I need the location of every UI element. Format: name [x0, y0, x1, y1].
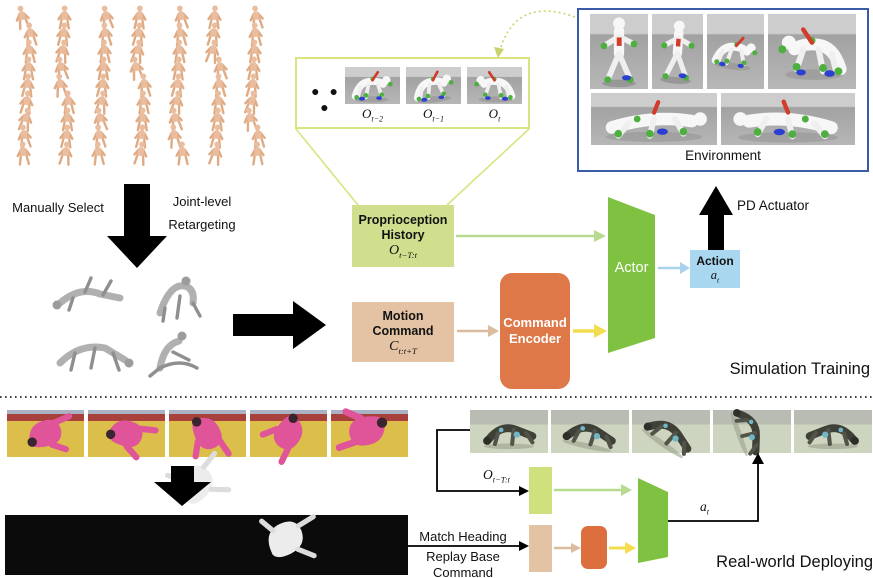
funnel-line-right	[446, 128, 530, 206]
obs-history-label-bottom: Ot−T:t	[483, 467, 511, 485]
robot-frame	[551, 410, 629, 453]
action-label-bottom: at	[700, 499, 710, 517]
environment-thumb	[721, 93, 855, 145]
action-box: Action at	[690, 250, 740, 288]
joint-level-retargeting-label: Joint-level Retargeting	[160, 191, 244, 237]
obs-frame-label: Ot−2	[361, 106, 384, 124]
proprioception-label: Proprioception History	[358, 212, 448, 242]
action-math: at	[710, 267, 720, 285]
demo-frame	[250, 410, 327, 457]
action-to-robot-line	[668, 464, 759, 522]
motion-command-label: Motion Command	[372, 308, 434, 338]
arrowhead	[519, 486, 529, 496]
pd-actuator-label: PD Actuator	[737, 198, 810, 213]
replay-line1: Replay Base	[426, 549, 500, 564]
command-encoder-small-box	[581, 526, 607, 569]
motion-command-math: Ct:t+T	[389, 338, 417, 356]
robot-frame	[794, 410, 872, 453]
obs-frame-thumb	[345, 67, 400, 104]
joint-level-line2: Retargeting	[168, 216, 236, 232]
arrowhead	[594, 324, 607, 338]
observation-history-box: ● ● ● Ot−2 Ot−1 Ot	[295, 57, 530, 129]
environment-box: Environment	[577, 8, 869, 172]
demo-frame	[331, 410, 408, 457]
environment-thumb	[591, 93, 717, 145]
joint-level-line1: Joint-level	[172, 194, 232, 209]
command-encoder-label: Command Encoder	[503, 315, 567, 346]
observation-frame: Ot	[467, 67, 522, 124]
command-encoder-box: Command Encoder	[500, 273, 570, 389]
select-retarget-arrow	[107, 184, 167, 268]
motion-command-small-box	[529, 525, 552, 572]
robot-frame	[470, 410, 548, 453]
actor-small-shape	[638, 478, 668, 563]
environment-thumb	[768, 14, 856, 89]
proprioception-math: Ot−T:t	[388, 242, 418, 260]
arrowhead	[519, 541, 529, 551]
match-heading-label: Match Heading	[419, 529, 507, 544]
replay-base-command-label: Replay Base Command	[406, 549, 520, 578]
arrowhead	[680, 262, 690, 274]
environment-thumb	[707, 14, 764, 89]
arrowhead	[488, 325, 499, 337]
demo-frame	[88, 410, 165, 457]
funnel-line-left	[295, 128, 359, 206]
environment-thumb	[590, 14, 648, 89]
obs-frame-label: Ot−1	[422, 106, 445, 124]
obs-frame-thumb	[406, 67, 461, 104]
ellipsis-dots: ● ● ●	[311, 83, 341, 115]
observation-frame: Ot−2	[345, 67, 400, 124]
simulation-training-label: Simulation Training	[729, 360, 870, 378]
real-world-deploying-label: Real-world Deploying	[716, 553, 873, 571]
environment-caption: Environment	[685, 148, 761, 163]
arrowhead	[625, 542, 636, 554]
pd-actuator-arrow	[699, 186, 733, 250]
environment-row	[582, 93, 864, 145]
robot-frame	[713, 410, 791, 453]
actor-label: Actor	[614, 260, 649, 276]
replay-line2: Command	[433, 565, 493, 578]
human-motion-grid	[12, 3, 267, 167]
actor-shape	[608, 197, 655, 353]
obs-frame-label: Ot	[488, 106, 501, 124]
arrowhead	[594, 230, 606, 242]
retarget-to-command-arrow	[233, 301, 326, 349]
arrowhead	[621, 484, 632, 496]
manually-select-label: Manually Select	[12, 200, 104, 215]
motion-command-box: Motion Command Ct:t+T	[352, 302, 454, 362]
environment-thumb	[652, 14, 703, 89]
retargeted-motion-panel	[5, 515, 408, 575]
demo-frame	[7, 410, 84, 457]
observation-frame: Ot−1	[406, 67, 461, 124]
environment-row	[582, 14, 864, 89]
proprioception-small-box	[529, 467, 552, 514]
real-robot-frames	[470, 410, 872, 453]
proprioception-history-box: Proprioception History Ot−T:t	[352, 205, 454, 267]
robot-frame	[632, 410, 710, 453]
human-demo-frames	[7, 410, 408, 457]
observation-frames: Ot−2 Ot−1 Ot	[345, 67, 522, 124]
obs-frame-thumb	[467, 67, 522, 104]
action-label: Action	[696, 253, 734, 268]
demo-frame	[169, 410, 246, 457]
arrowhead	[571, 543, 581, 553]
env-to-obs-dotted-arc	[499, 10, 576, 51]
retargeted-robot-poses	[52, 276, 202, 378]
